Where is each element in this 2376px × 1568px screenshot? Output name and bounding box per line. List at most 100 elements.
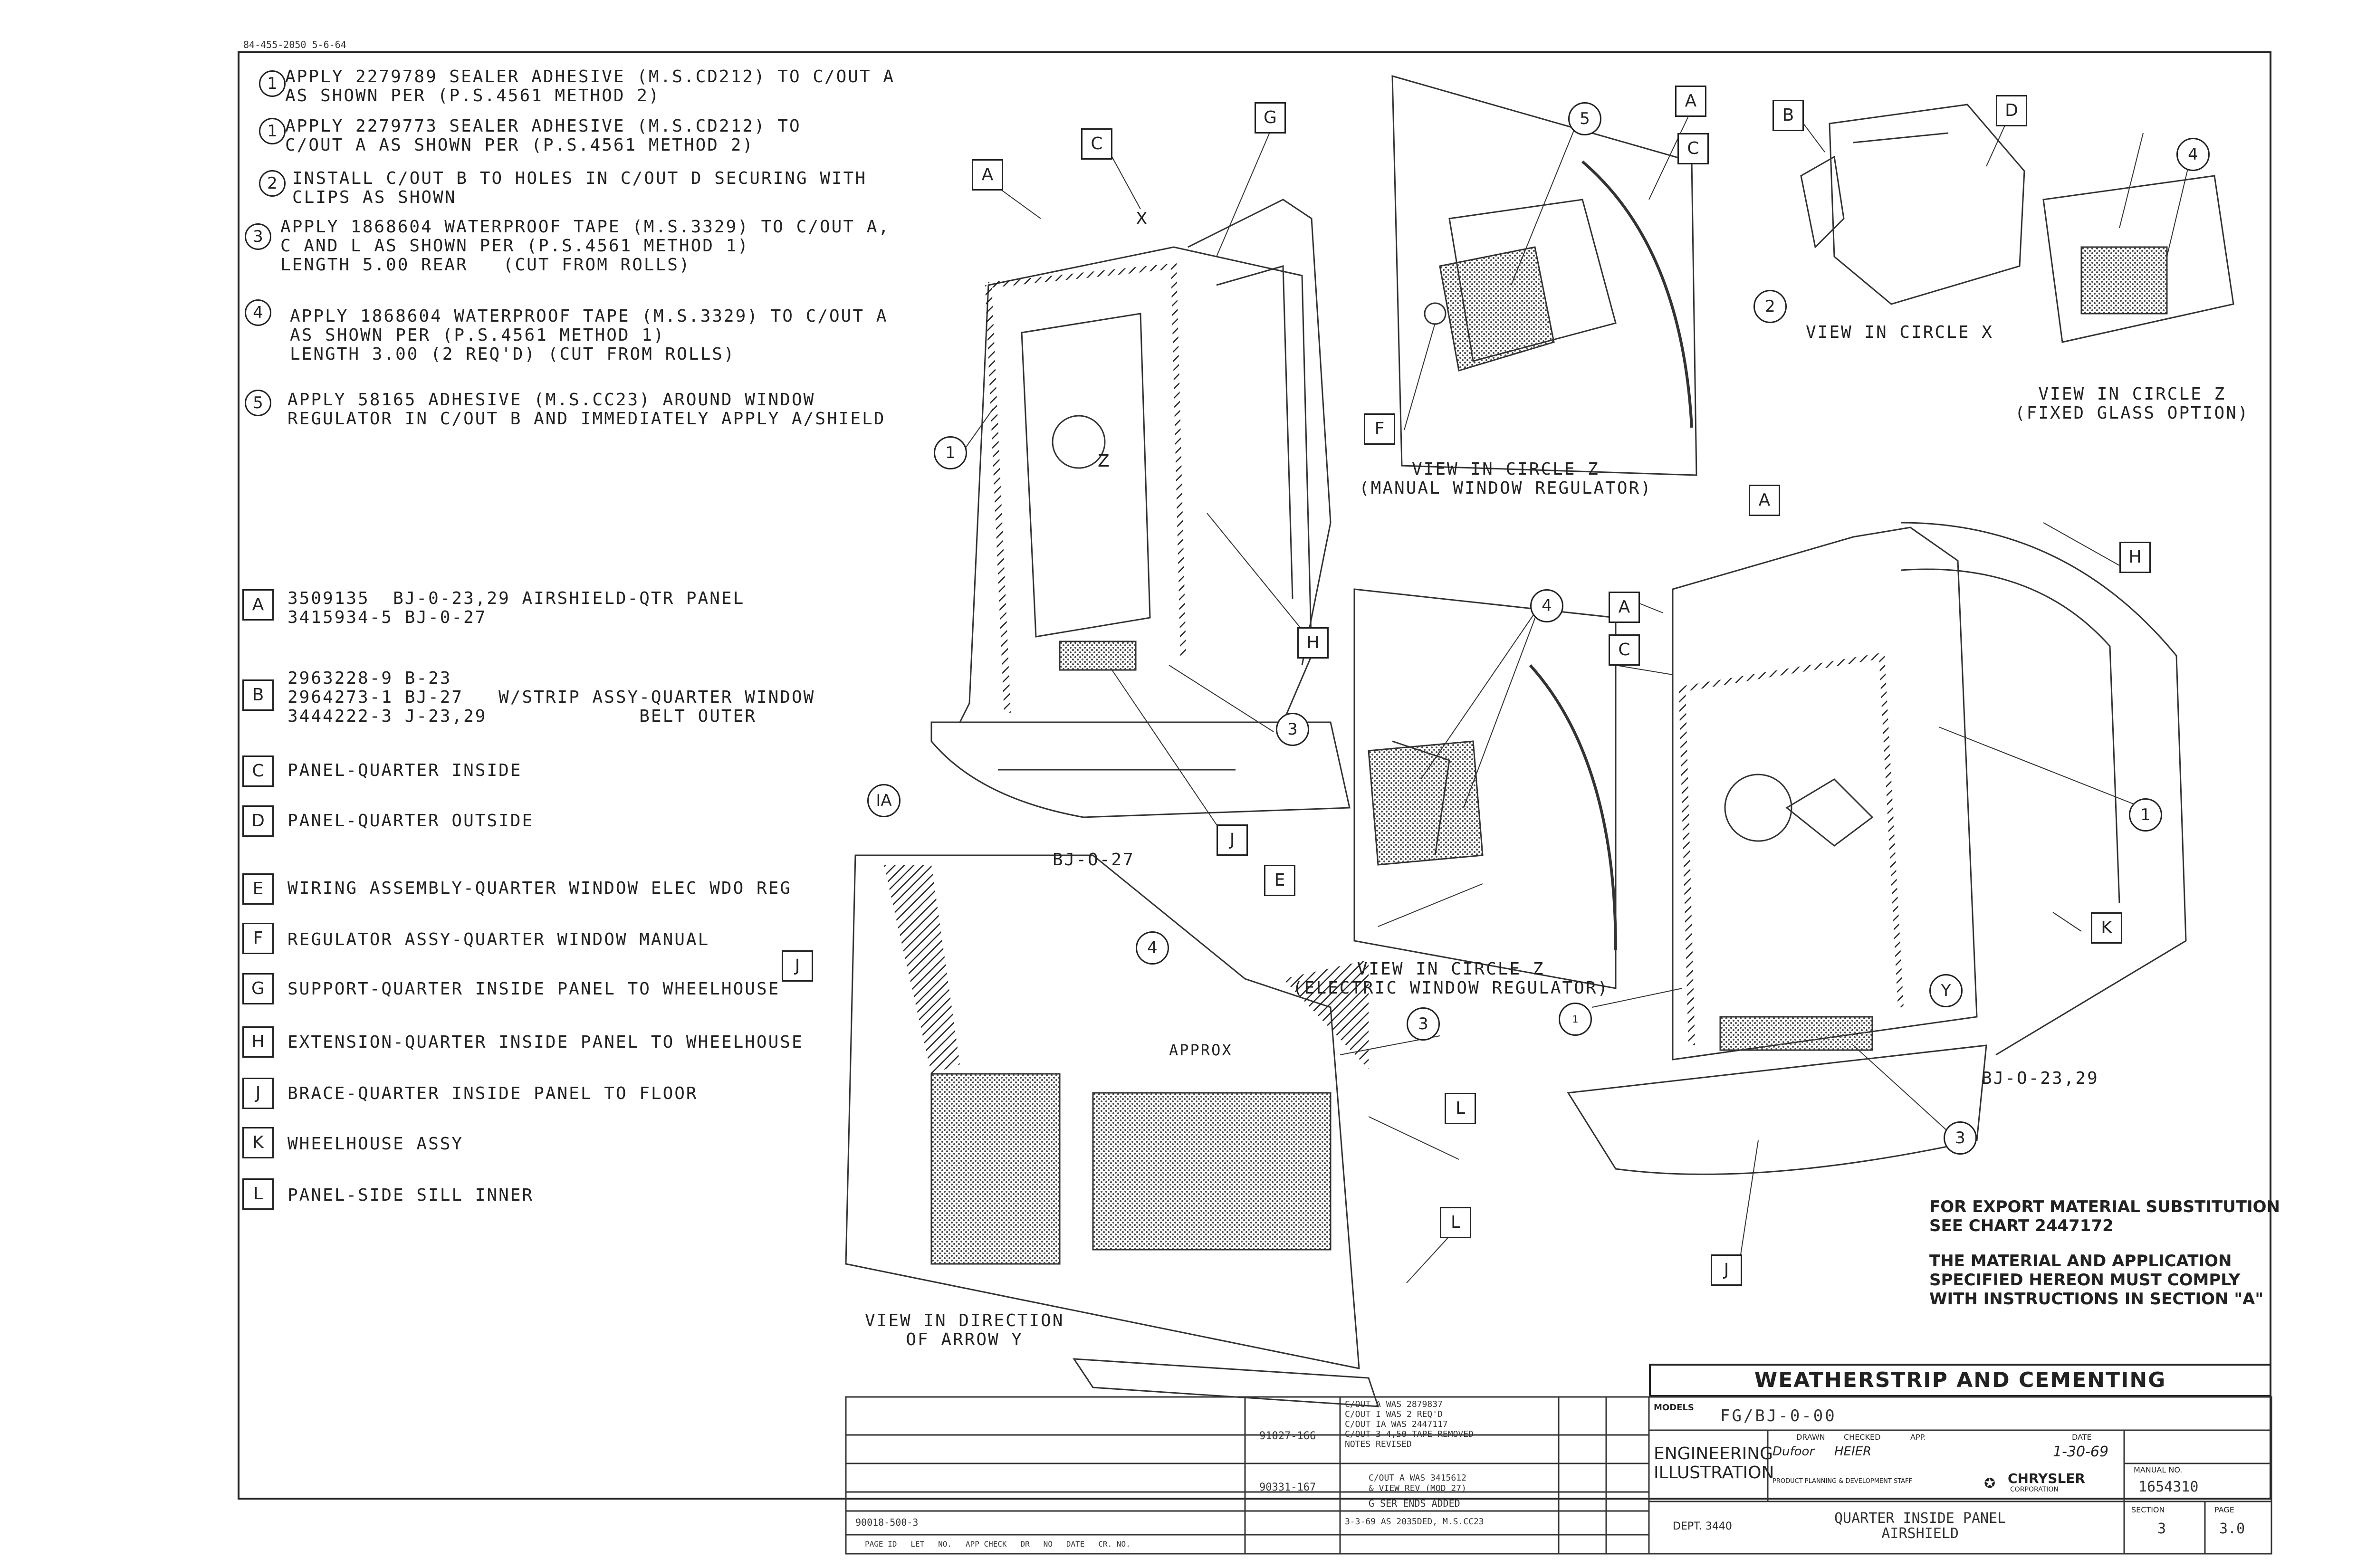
note-number: 5 (245, 390, 271, 416)
legend-entry-k: WHEELHOUSE ASSY (287, 1134, 464, 1154)
callout-letter: X (1136, 209, 1148, 229)
callout-number: 1 (2129, 798, 2162, 832)
callout-letter: Y (1929, 974, 1963, 1007)
legend-entry-f: REGULATOR ASSY-QUARTER WINDOW MANUAL (287, 930, 710, 949)
callout-number: 3 (1276, 713, 1309, 746)
legend-entry-g: SUPPORT-QUARTER INSIDE PANEL TO WHEELHOU… (287, 979, 780, 999)
callout-letter: G (1255, 102, 1286, 134)
legend-entry-h: EXTENSION-QUARTER INSIDE PANEL TO WHEELH… (287, 1033, 804, 1052)
callout-letter: B (1772, 100, 1804, 131)
note-1b: APPLY 2279773 SEALER ADHESIVE (M.S.CD212… (285, 116, 801, 155)
callout-letter: J (1711, 1254, 1742, 1286)
title-banner: WEATHERSTRIP AND CEMENTING (1649, 1364, 2271, 1397)
legend-entry-j: BRACE-QUARTER INSIDE PANEL TO FLOOR (287, 1084, 698, 1103)
legend-key: A (242, 589, 274, 621)
section-label: SECTION (2131, 1505, 2165, 1514)
callout-letter: A (1675, 86, 1706, 117)
legend-entry-e: WIRING ASSEMBLY-QUARTER WINDOW ELEC WDO … (287, 879, 792, 898)
company-name: CHRYSLER (2008, 1471, 2085, 1486)
company-sub: CORPORATION (2010, 1486, 2059, 1493)
callout-number: 3 (1407, 1007, 1440, 1041)
page-label: PAGE (2214, 1505, 2234, 1514)
callout-number: 2 (1753, 290, 1787, 323)
legend-key: F (242, 923, 274, 954)
callout-number: 5 (1568, 102, 1601, 135)
rev-footer: PAGE ID LET NO. APP CHECK DR NO DATE CR.… (865, 1539, 1131, 1549)
legend-key: H (242, 1026, 274, 1058)
legend-key: E (242, 873, 274, 905)
section-value: 3 (2157, 1520, 2166, 1537)
callout-number: 1 (934, 436, 967, 469)
legend-key: D (242, 805, 274, 837)
callout-letter: C (1609, 634, 1640, 666)
legend-entry-d: PANEL-QUARTER OUTSIDE (287, 811, 534, 831)
note-number: 3 (245, 223, 271, 250)
note-number: 2 (259, 170, 286, 197)
callout-number: 3 (1944, 1121, 1977, 1155)
callout-number: 4 (2176, 138, 2210, 171)
rev-ref: 90018-500-3 (855, 1517, 919, 1528)
caption-fixed-glass: VIEW IN CIRCLE Z (FIXED GLASS OPTION) (2015, 384, 2250, 423)
note-number: 4 (245, 299, 271, 326)
caption-bj-o-23-29: BJ-O-23,29 (1982, 1069, 2099, 1088)
callout-letter: K (2091, 912, 2122, 944)
leader-lines (964, 109, 2191, 1283)
callout-letter: J (1217, 824, 1248, 856)
note-2: INSTALL C/OUT B TO HOLES IN C/OUT D SECU… (292, 169, 867, 207)
note-number: 1 (259, 70, 286, 97)
date-label: DATE (2072, 1433, 2092, 1442)
checked-label: CHECKED (1844, 1433, 1881, 1442)
legend-key: K (242, 1127, 274, 1158)
callout-letter: IA (867, 784, 901, 817)
models-label: MODELS (1654, 1403, 1694, 1413)
callout-letter: L (1445, 1093, 1476, 1124)
legend-key: L (242, 1178, 274, 1210)
callout-letter: D (1996, 95, 2027, 126)
export-note: FOR EXPORT MATERIAL SUBSTITUTION SEE CHA… (1929, 1197, 2280, 1309)
callout-letter: H (2119, 542, 2151, 573)
caption-bj-o-27: BJ-O-27 (1053, 850, 1135, 870)
note-4: APPLY 1868604 WATERPROOF TAPE (M.S.3329)… (290, 306, 888, 364)
caption-arrow-y: VIEW IN DIRECTION OF ARROW Y (865, 1311, 1064, 1349)
caption-circle-x: VIEW IN CIRCLE X (1806, 323, 1993, 342)
view-arrow-y (845, 854, 1380, 1407)
note-1: APPLY 2279789 SEALER ADHESIVE (M.S.CD212… (285, 67, 895, 105)
checked-by: HEIER (1834, 1444, 1872, 1459)
rev-ref: 91027-166 (1259, 1430, 1316, 1442)
date-value: 1-30-69 (2053, 1444, 2109, 1460)
drawing-code: 84-455-2050 5-6-64 (243, 39, 346, 50)
app-label: APP. (1910, 1433, 1926, 1442)
callout-letter: A (1609, 592, 1640, 623)
view-electric-regulator (1353, 588, 1617, 989)
rev-text: C/OUT A WAS 3415612 & VIEW REV (MOD 27) (1369, 1473, 1466, 1493)
legend-key: J (242, 1078, 274, 1109)
callout-letter: H (1297, 627, 1329, 659)
callout-number: 4 (1530, 589, 1563, 622)
callout-letter: C (1081, 128, 1112, 160)
callout-letter: C (1677, 133, 1709, 164)
callout-letter: Z (1098, 451, 1110, 471)
pentastar-logo: ✪ (1984, 1471, 1996, 1492)
note-3: APPLY 1868604 WATERPROOF TAPE (M.S.3329)… (280, 217, 891, 275)
staff-name: PRODUCT PLANNING & DEVELOPMENT STAFF (1772, 1478, 1912, 1485)
models-value: FG/BJ-0-00 (1720, 1406, 1837, 1425)
callout-letter: E (1264, 865, 1295, 896)
rev-text: 3-3-69 AS 2035DED, M.S.CC23 (1345, 1517, 1484, 1527)
callout-number: 1 (1559, 1003, 1592, 1036)
legend-key: B (242, 679, 274, 711)
view-bj-o-27 (930, 199, 1351, 818)
drawing-border (238, 51, 2271, 1500)
rev-text: G SER ENDS ADDED (1369, 1498, 1460, 1509)
dept-number: DEPT. 3440 (1673, 1520, 1732, 1532)
drawn-label: DRAWN (1796, 1433, 1825, 1442)
page-value: 3.0 (2219, 1520, 2245, 1537)
manual-label: MANUAL NO. (2134, 1465, 2183, 1474)
legend-entry-c: PANEL-QUARTER INSIDE (287, 761, 522, 780)
note-5: APPLY 58165 ADHESIVE (M.S.CC23) AROUND W… (287, 390, 886, 429)
